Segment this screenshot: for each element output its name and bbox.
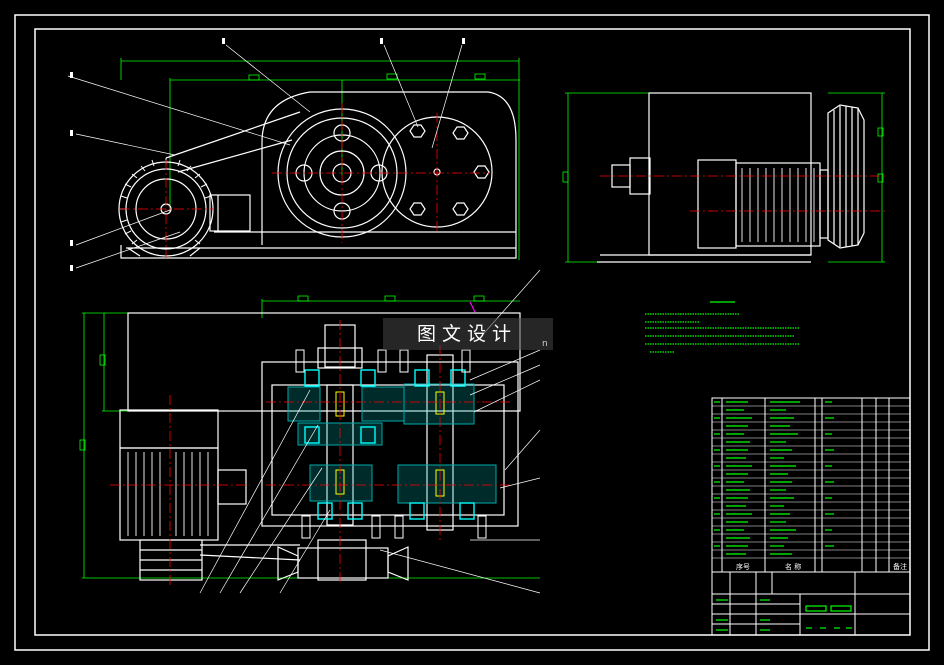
outer-border [14, 14, 930, 651]
watermark-suffix: n [542, 339, 548, 349]
technical-requirements [645, 301, 800, 353]
side-view [562, 92, 885, 263]
column-header-name: 名 称 [785, 562, 801, 571]
column-header-index: 序号 [736, 562, 750, 571]
front-view [67, 38, 520, 271]
parts-list-entries [714, 401, 852, 631]
section-view [79, 269, 541, 594]
column-header-remark: 备注 [893, 562, 907, 571]
inner-border [34, 28, 911, 636]
watermark: 图文设计 [383, 318, 553, 350]
parts-list [711, 397, 911, 636]
